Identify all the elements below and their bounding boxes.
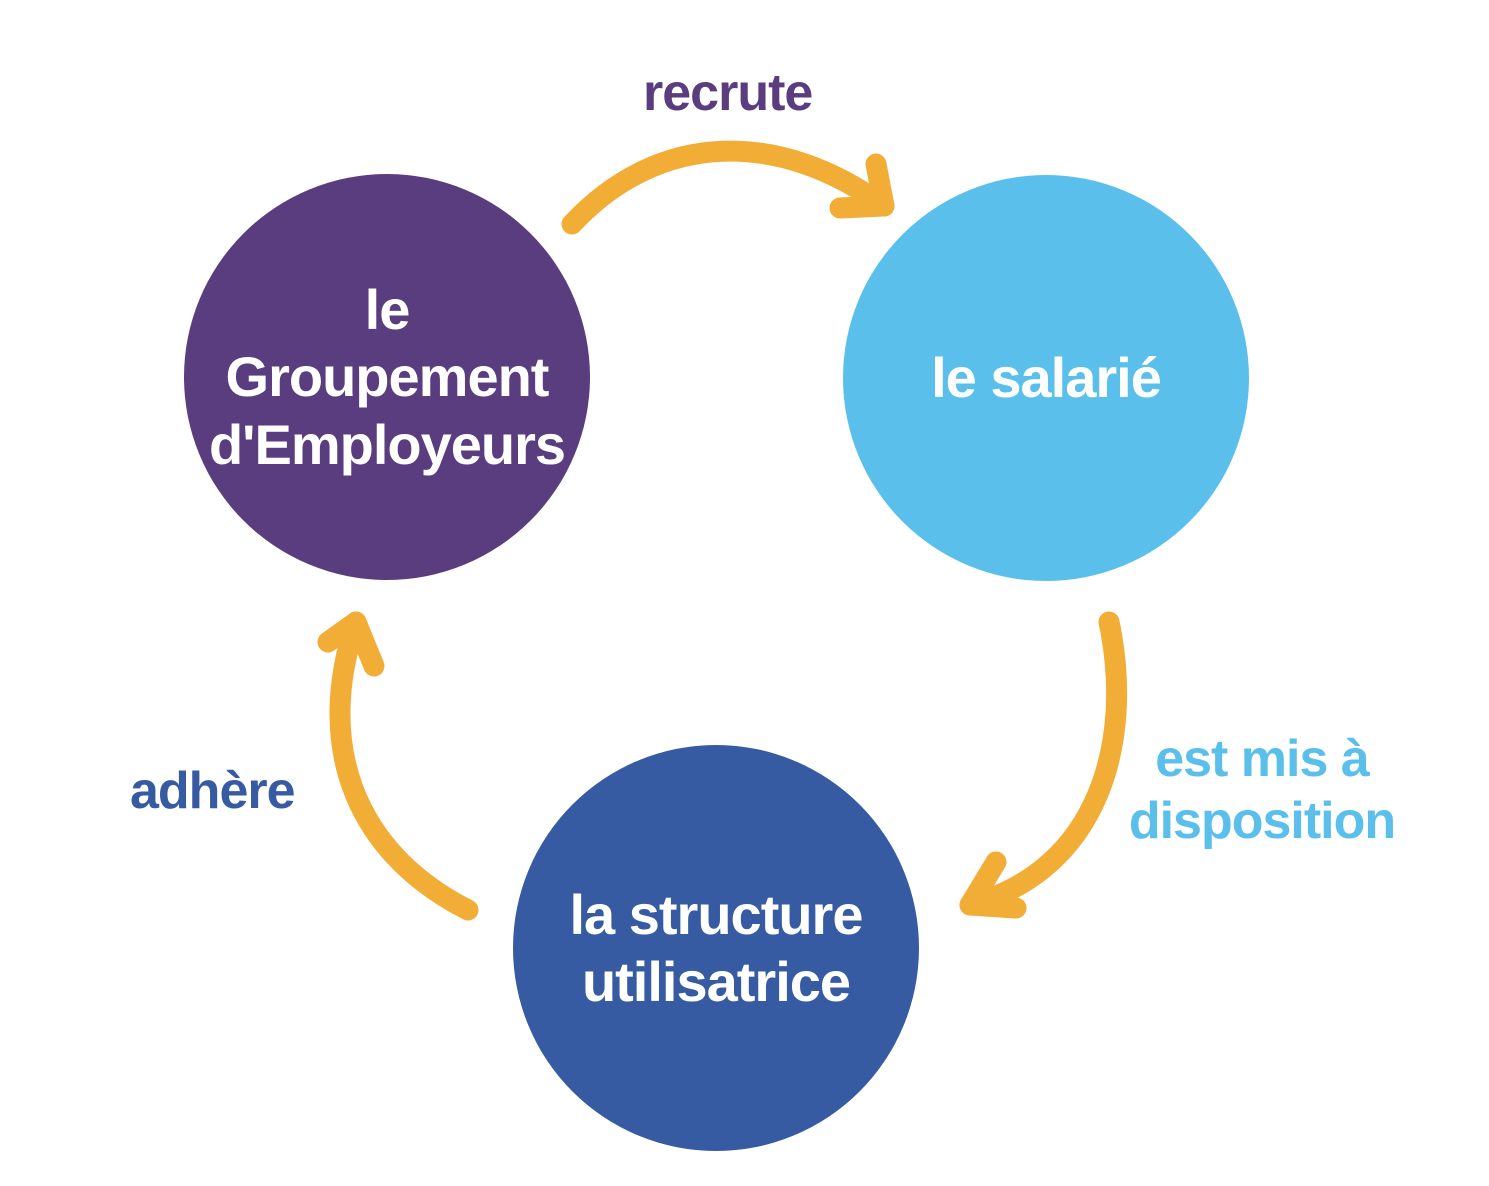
- node-groupement-line1: le Groupement: [225, 278, 550, 409]
- node-groupement-line2: d'Employeurs: [208, 412, 566, 476]
- arrow-adhere: [317, 611, 479, 921]
- arrow-mis-a-disposition: [959, 611, 1128, 919]
- node-groupement-employeurs: le Groupement d'Employeurs: [184, 174, 590, 580]
- edge-label-mis-a-disposition-line2: disposition: [1128, 792, 1396, 851]
- node-structure-line1: la structure: [569, 882, 864, 946]
- node-salarie: le salarié: [843, 175, 1249, 581]
- node-groupement-label: le Groupement d'Employeurs: [207, 276, 567, 478]
- node-salarie-label: le salarié: [931, 346, 1162, 410]
- edge-label-mis-a-disposition: est mis à disposition: [1127, 728, 1397, 853]
- node-structure-utilisatrice: la structure utilisatrice: [513, 745, 919, 1151]
- edge-label-recrute: recrute: [643, 64, 813, 122]
- node-structure-label: la structure utilisatrice: [566, 881, 866, 1015]
- node-structure-line2: utilisatrice: [581, 950, 851, 1013]
- edge-label-mis-a-disposition-line1: est mis à: [1155, 730, 1370, 788]
- arrow-recrute: [561, 140, 895, 235]
- edge-label-adhere: adhère: [130, 762, 296, 820]
